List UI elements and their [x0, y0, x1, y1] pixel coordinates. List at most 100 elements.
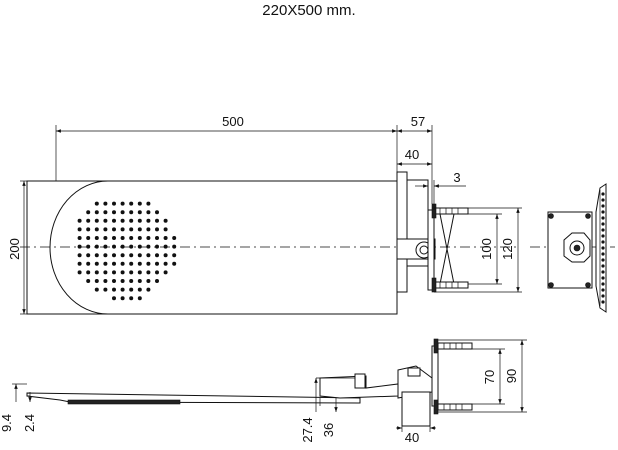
nozzle-dot [129, 236, 134, 240]
dim-tip-total-label: 9.4 [0, 414, 14, 432]
dim-side-inner-label: 70 [482, 370, 497, 384]
nozzle-dot [112, 218, 116, 223]
nozzle-dot [94, 279, 99, 283]
side-view: 70 90 9.4 2.4 27.4 36 40 [0, 338, 527, 445]
nozzle-dot [103, 201, 108, 206]
nozzle-dot [103, 261, 108, 266]
nozzle-dot [112, 253, 116, 258]
nozzle-dot [77, 218, 82, 223]
drawing-title: 220X500 mm. [262, 2, 356, 19]
nozzle-pattern [77, 201, 177, 301]
dim-tip-plate-label: 2.4 [22, 414, 37, 432]
end-nozzle-dot [601, 210, 605, 214]
nozzle-dot [120, 218, 125, 223]
nozzle-dot [94, 227, 99, 232]
nozzle-dot [120, 279, 125, 283]
nozzle-dot [103, 218, 108, 223]
nozzle-dot [86, 218, 91, 223]
nozzle-dot [163, 236, 168, 240]
end-nozzle-column [601, 192, 605, 304]
shower-plate-outline [26, 180, 398, 315]
nozzle-dot [94, 201, 99, 206]
end-nozzle-dot [601, 288, 605, 292]
nozzle-dot [137, 201, 142, 206]
nozzle-dot [86, 279, 91, 283]
arm-plate [396, 171, 408, 293]
nozzle-dot [94, 236, 99, 240]
nozzle-dot [146, 227, 151, 232]
bracket-screw-top [431, 203, 469, 219]
bracket-strut-b [439, 213, 455, 285]
end-nozzle-dot [601, 300, 605, 304]
nozzle-dot [103, 227, 108, 232]
nozzle-dot [120, 253, 125, 258]
nozzle-dot [155, 279, 159, 283]
nozzle-dot [129, 261, 134, 266]
nozzle-dot [146, 236, 151, 240]
nozzle-dot [137, 244, 142, 249]
nozzle-dot [129, 244, 134, 249]
nozzle-dot [146, 218, 151, 223]
top-view: 500 57 40 3 200 100 120 [7, 114, 522, 315]
nozzle-dot [172, 236, 177, 240]
nozzle-dot [112, 201, 116, 206]
nozzle-dot [129, 279, 134, 283]
side-screw-top [433, 338, 473, 354]
end-nozzle-dot [601, 282, 605, 286]
nozzle-dot [129, 296, 134, 301]
nozzle-dot [146, 201, 151, 206]
dim-mount-offset-label: 27.4 [300, 417, 315, 442]
nozzle-dot [172, 253, 177, 258]
nozzle-dot [77, 244, 82, 249]
shower-head-face [49, 180, 126, 315]
end-nozzle-dot [601, 240, 605, 244]
end-view [530, 183, 615, 313]
nozzle-dot [146, 270, 151, 275]
nozzle-dot [146, 279, 151, 283]
side-screw-bottom [433, 399, 473, 415]
dim-gap-label: 3 [453, 170, 460, 185]
nozzle-dot [112, 270, 116, 275]
nozzle-dot [137, 296, 142, 301]
nozzle-dot [137, 279, 142, 283]
nozzle-dot [129, 201, 134, 206]
nozzle-dot [94, 218, 99, 223]
nozzle-dot [129, 253, 134, 258]
dim-width-label: 200 [7, 238, 22, 260]
nozzle-dot [163, 253, 168, 258]
nozzle-dot [77, 236, 82, 240]
nozzle-dot [137, 210, 142, 215]
nozzle-dot [112, 279, 116, 283]
nozzle-dot [137, 270, 142, 275]
nozzle-dot [86, 227, 91, 232]
nozzle-dot [77, 261, 82, 266]
end-nozzle-dot [601, 192, 605, 196]
dim-flange-label: 40 [405, 147, 419, 162]
nozzle-dot [129, 287, 134, 292]
nozzle-dot [129, 227, 134, 232]
nozzle-dot [77, 270, 82, 275]
nozzle-dot [146, 287, 151, 292]
end-nozzle-dot [601, 198, 605, 202]
nozzle-dot [94, 261, 99, 266]
nozzle-dot [94, 244, 99, 249]
nozzle-dot [120, 270, 125, 275]
nozzle-dot [155, 270, 159, 275]
nozzle-dot [94, 253, 99, 258]
nozzle-dot [155, 261, 159, 266]
nozzle-dot [103, 253, 108, 258]
dim-length-label: 500 [222, 114, 244, 129]
nozzle-dot [112, 210, 116, 215]
end-nozzle-dot [601, 264, 605, 268]
end-nozzle-dot [601, 270, 605, 274]
end-nozzle-dot [601, 234, 605, 238]
dim-mount-height-label: 36 [321, 423, 336, 437]
dim-bracket-inner-label: 100 [479, 238, 494, 260]
nozzle-dot [94, 210, 99, 215]
nozzle-dot [103, 279, 108, 283]
end-nozzle-dot [601, 222, 605, 226]
nozzle-dot [120, 261, 125, 266]
wall-bracket [427, 209, 435, 291]
nozzle-dot [155, 227, 159, 232]
